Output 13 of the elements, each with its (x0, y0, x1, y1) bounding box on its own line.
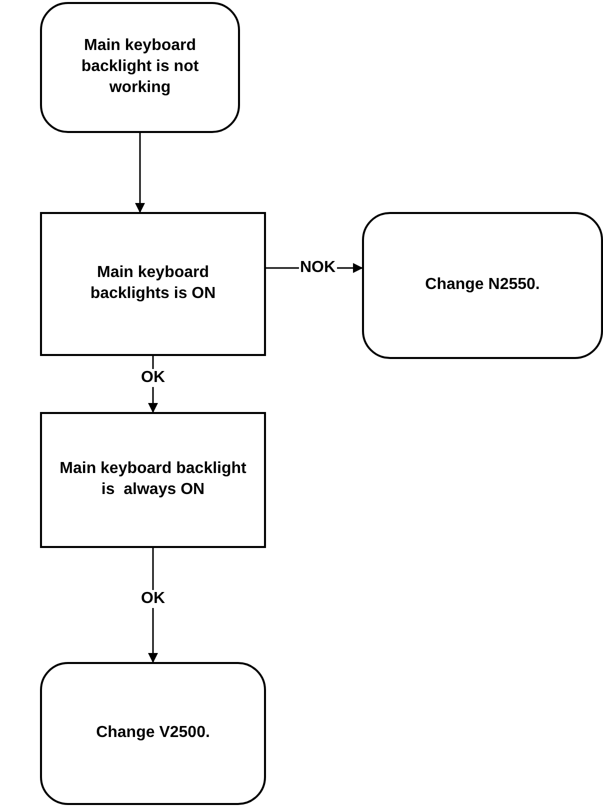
node-text: Main keyboard backlight is not working (80, 36, 200, 98)
process-box (40, 412, 266, 548)
arrow (135, 133, 145, 213)
terminal-box (40, 2, 240, 133)
node-text: Change V2500. (95, 723, 211, 744)
terminal-box (362, 212, 603, 359)
node-text: Change N2550. (424, 275, 541, 296)
terminal-box (40, 662, 266, 805)
edge-label: OK (140, 590, 166, 608)
process-box (40, 212, 266, 356)
edge-label: OK (140, 369, 166, 387)
node-text: Main keyboard backlight is always ON (58, 459, 248, 500)
node-text: Main keyboard backlights is ON (89, 263, 217, 304)
